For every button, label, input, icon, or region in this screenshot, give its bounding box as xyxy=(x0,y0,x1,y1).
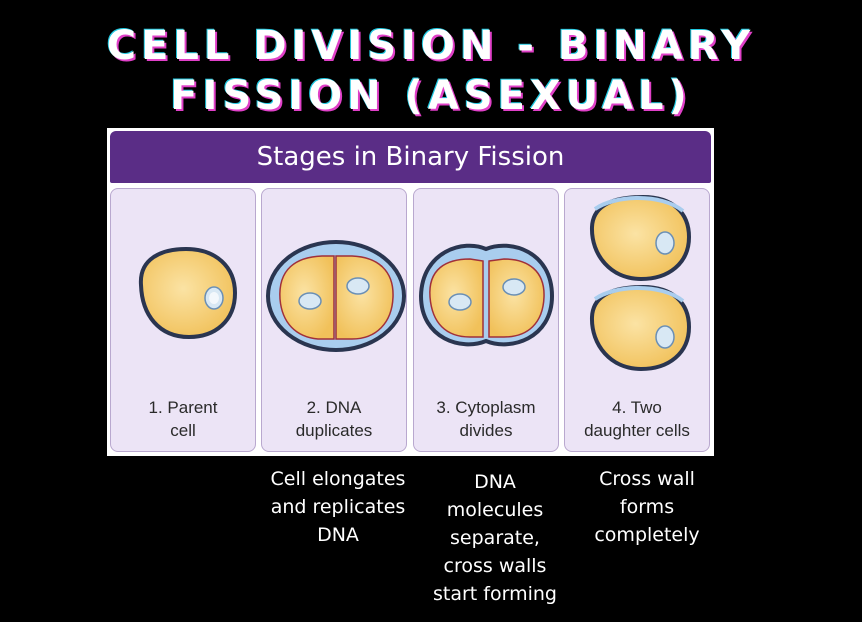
daughter-cell-top xyxy=(589,194,692,282)
caption-stage-4: Cross wall forms completely xyxy=(594,468,700,546)
stage-label: 3. Cytoplasm divides xyxy=(436,398,536,440)
stage-two-daughter-cells: 4. Two daughter cells xyxy=(564,188,710,452)
diagram-header: Stages in Binary Fission xyxy=(110,131,711,183)
nucleoid-left xyxy=(448,293,472,311)
stage-dna-duplicates: 2. DNA duplicates xyxy=(261,188,407,452)
nucleoid-right xyxy=(346,277,370,295)
cytoplasm-division-illustration xyxy=(418,243,555,347)
caption-stage-2: Cell elongates and replicates DNA xyxy=(270,468,406,546)
stage-label: 1. Parent cell xyxy=(148,398,218,440)
dividing-cell xyxy=(418,243,555,347)
stage-parent-cell: 1. Parent cell xyxy=(110,188,256,452)
binary-fission-diagram: Stages in Binary Fission 1. Parent cell xyxy=(107,128,714,456)
nucleoid-top xyxy=(655,231,675,255)
caption-stage-3: DNA molecules separate, cross walls star… xyxy=(433,471,557,605)
nucleoid-left xyxy=(298,292,322,310)
nucleoid-right xyxy=(502,278,526,296)
title-line-1: CELL DIVISION - BINARY xyxy=(106,23,756,69)
stage-cytoplasm-divides: 3. Cytoplasm divides xyxy=(413,188,559,452)
title-line-2: FISSION (ASEXUAL) xyxy=(170,73,692,119)
parent-cell-illustration xyxy=(138,246,238,340)
stage-label: 2. DNA duplicates xyxy=(295,398,373,440)
daughter-cell-bottom xyxy=(589,284,692,372)
parent-cell xyxy=(138,246,238,340)
daughter-cells-illustration xyxy=(589,194,692,372)
stage-label: 4. Two daughter cells xyxy=(584,398,690,440)
elongated-cell xyxy=(266,240,406,352)
nucleoid-bottom xyxy=(655,325,675,349)
dna-duplication-illustration xyxy=(266,240,406,352)
